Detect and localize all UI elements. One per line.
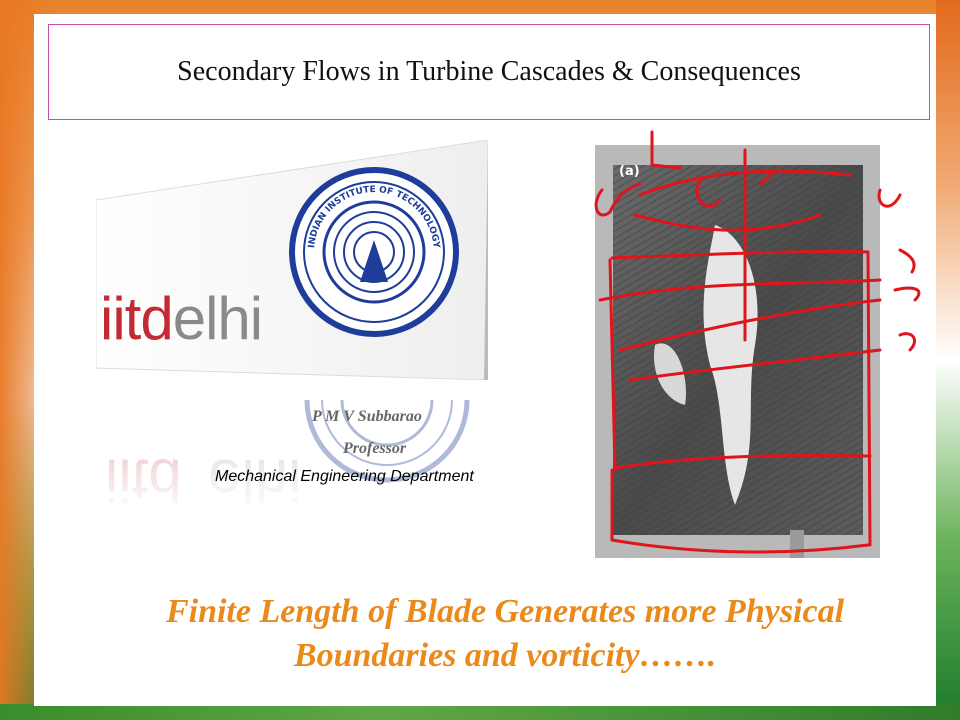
seal-reflection [304,400,470,483]
stray-mark-1: . [944,642,947,653]
slide-title: Secondary Flows in Turbine Cascades & Co… [177,56,801,87]
stray-mark-2: . [952,688,955,699]
author-name: P M V Subbarao [312,408,422,425]
author-role: Professor [343,440,407,457]
wordmark-reflection: iitd elhi [105,385,505,515]
caption: Finite Length of Blade Generates more Ph… [60,590,950,678]
department: Mechanical Engineering Department [215,468,474,485]
svg-text:(a): (a) [619,164,640,179]
iitdelhi-wordmark: iitdelhi [100,285,263,352]
right-tricolor-strip [936,0,960,720]
title-box: Secondary Flows in Turbine Cascades & Co… [48,24,930,120]
bottom-green-strip [0,704,960,720]
turbine-blade-photo: (a) [595,145,880,558]
caption-line-1: Finite Length of Blade Generates more Ph… [165,593,845,630]
iit-seal-icon: INDIAN INSTITUTE OF TECHNOLOGY DELHI [289,167,459,337]
caption-line-2: Boundaries and vorticity……. [293,637,717,674]
logo-card: INDIAN INSTITUTE OF TECHNOLOGY DELHI [96,140,488,380]
